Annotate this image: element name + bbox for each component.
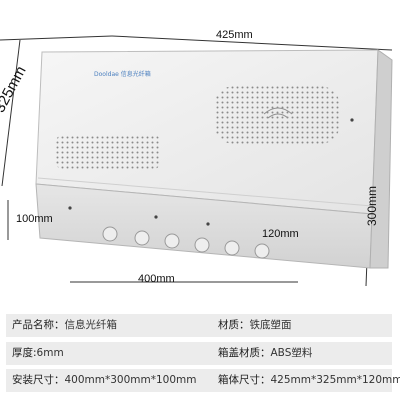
spec-value: 信息光纤箱 [64, 319, 118, 331]
spec-value: 6mm [36, 347, 64, 359]
spec-cell-right: 材质：铁底塑面 [218, 314, 292, 337]
brand-logo-text: Dooldae 信息光纤箱 [94, 70, 151, 78]
spec-label: 安装尺寸： [12, 374, 65, 386]
vent-grid-right [214, 86, 340, 144]
dimension-front-height-large: 120mm [262, 228, 299, 240]
wifi-icon [263, 107, 293, 119]
spec-row: 产品名称：信息光纤箱 材质：铁底塑面 [6, 314, 392, 337]
fiber-box-illustration: Dooldae 信息光纤箱 [0, 35, 393, 287]
spec-value: 425mm*325mm*120mm [270, 374, 400, 386]
spec-value: 400mm*300mm*100mm [64, 374, 197, 386]
spec-row: 安装尺寸：400mm*300mm*100mm 箱体尺寸：425mm*325mm*… [6, 369, 400, 392]
spec-cell-right: 箱盖材质：ABS塑料 [218, 342, 312, 365]
vent-grid-left [56, 134, 160, 170]
spec-table: 产品名称：信息光纤箱 材质：铁底塑面 厚度:6mm 箱盖材质：ABS塑料 安装尺… [6, 314, 400, 394]
spec-label: 箱体尺寸： [218, 374, 271, 386]
dimension-front-width: 400mm [138, 273, 175, 285]
spec-cell-left: 产品名称：信息光纤箱 [12, 314, 117, 337]
cable-knockouts [102, 226, 270, 259]
dimension-height: 300mm [365, 185, 380, 227]
spec-label: 箱盖材质： [218, 347, 271, 359]
dimension-length: 425mm [216, 29, 253, 41]
spec-cell-left: 安装尺寸：400mm*300mm*100mm [12, 369, 197, 392]
spec-cell-right: 箱体尺寸：425mm*325mm*120mm [218, 369, 400, 392]
spec-label: 厚度: [12, 347, 37, 359]
spec-value: ABS塑料 [270, 347, 313, 359]
product-photo: Dooldae 信息光纤箱 425mm 325mm 300mm 100mm 12… [0, 29, 393, 287]
dimension-front-height-small: 100mm [16, 213, 53, 225]
spec-cell-left: 厚度:6mm [12, 342, 64, 365]
spec-label: 产品名称： [12, 319, 65, 331]
spec-label: 材质： [218, 319, 250, 331]
spec-row: 厚度:6mm 箱盖材质：ABS塑料 [6, 342, 392, 365]
box-side [369, 49, 393, 269]
spec-value: 铁底塑面 [249, 319, 292, 331]
